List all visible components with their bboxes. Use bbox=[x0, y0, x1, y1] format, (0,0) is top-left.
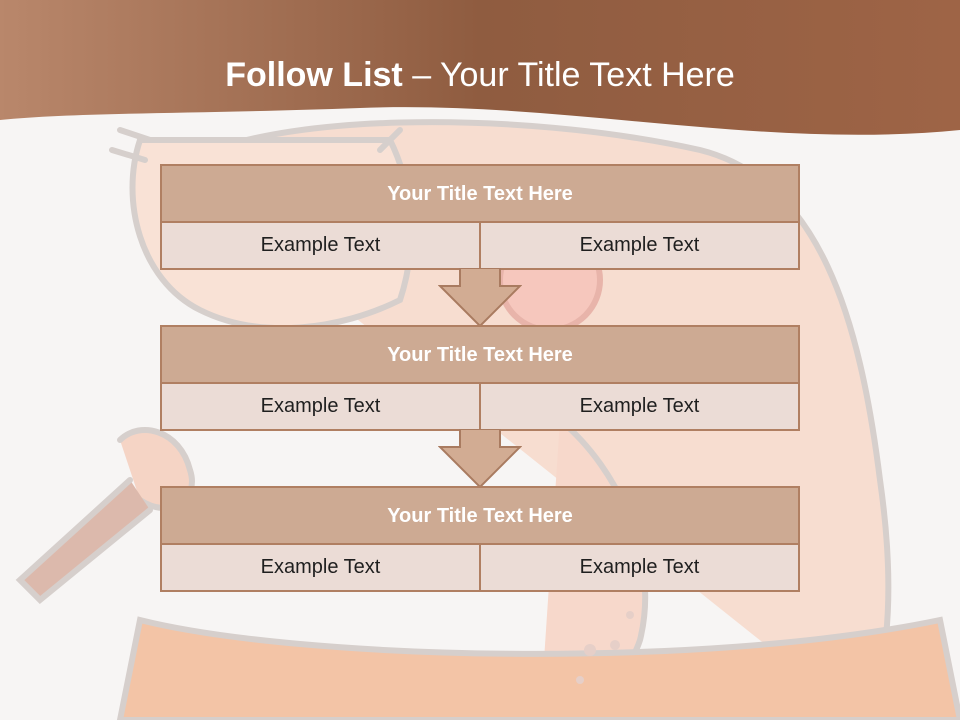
list-block-title: Your Title Text Here bbox=[162, 327, 798, 384]
list-block-3: Your Title Text Here Example Text Exampl… bbox=[160, 486, 800, 592]
list-block-row: Example Text Example Text bbox=[162, 223, 798, 268]
list-block-cell-right: Example Text bbox=[479, 223, 798, 268]
slide-title-bold: Follow List bbox=[225, 56, 403, 94]
list-block-cell-left: Example Text bbox=[162, 545, 479, 590]
down-arrow-icon bbox=[438, 429, 522, 489]
list-block-title: Your Title Text Here bbox=[162, 488, 798, 545]
list-block-row: Example Text Example Text bbox=[162, 384, 798, 429]
list-block-1: Your Title Text Here Example Text Exampl… bbox=[160, 164, 800, 270]
header-band bbox=[0, 0, 960, 135]
list-block-cell-left: Example Text bbox=[162, 384, 479, 429]
list-block-cell-right: Example Text bbox=[479, 545, 798, 590]
slide-title-rest: – Your Title Text Here bbox=[402, 56, 735, 94]
list-block-cell-right: Example Text bbox=[479, 384, 798, 429]
list-block-row: Example Text Example Text bbox=[162, 545, 798, 590]
list-block-2: Your Title Text Here Example Text Exampl… bbox=[160, 325, 800, 431]
list-block-title: Your Title Text Here bbox=[162, 166, 798, 223]
down-arrow-icon bbox=[438, 268, 522, 328]
list-block-cell-left: Example Text bbox=[162, 223, 479, 268]
slide-title: Follow List – Your Title Text Here bbox=[0, 52, 960, 98]
